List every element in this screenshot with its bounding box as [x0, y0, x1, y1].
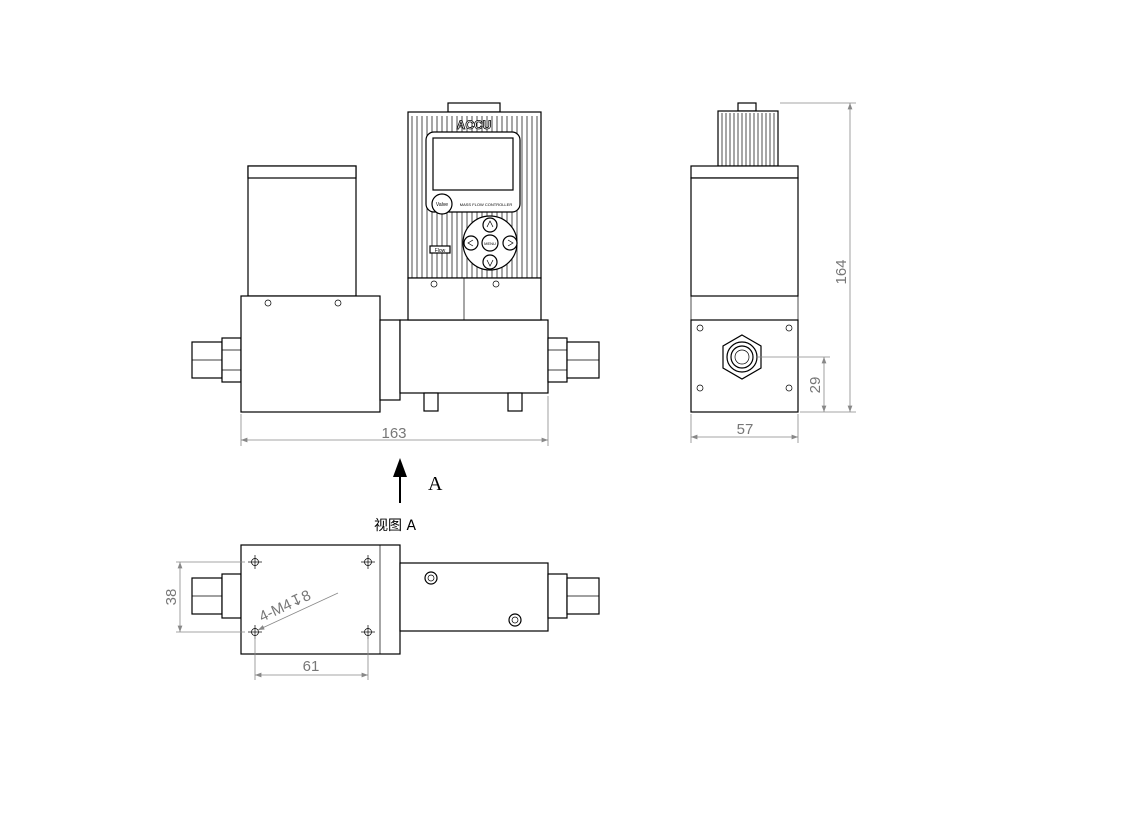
sensor-body	[399, 319, 549, 394]
flow-label: Flow	[435, 248, 446, 254]
lcd-screen	[432, 137, 514, 191]
side-view: 164 29 57	[690, 102, 856, 443]
mounting-holes	[248, 555, 375, 639]
menu-label: MENU	[484, 241, 496, 246]
dimension-38: 38	[163, 589, 180, 606]
flow-arrow-label	[429, 245, 451, 254]
dimension-29: 29	[807, 377, 824, 394]
right-key-icon	[502, 235, 518, 251]
valve-coil	[247, 165, 357, 297]
bottom-view: 4-M4↧8 38 61	[163, 544, 600, 680]
view-direction-arrow: A 视图 A	[374, 458, 443, 534]
up-key-icon	[482, 217, 498, 233]
left-key-icon	[463, 235, 479, 251]
brand-logo: ACCU	[457, 118, 492, 132]
model-label: MASS FLOW CONTROLLER	[460, 202, 513, 207]
view-title: 视图 A	[374, 518, 416, 534]
valve-label: Valve	[436, 202, 448, 208]
electronics-housing: ACCU Valve MASS FLOW CONTROLLER Flow MEN…	[407, 102, 542, 321]
dimension-57: 57	[737, 421, 754, 438]
dimension-163: 163	[381, 425, 406, 442]
valve-button	[431, 193, 453, 215]
right-fitting	[547, 337, 600, 383]
front-view: ACCU Valve MASS FLOW CONTROLLER Flow MEN…	[191, 102, 600, 446]
view-letter: A	[428, 473, 443, 495]
down-key-icon	[482, 254, 498, 270]
menu-key	[481, 234, 499, 252]
electrical-connector	[722, 334, 762, 380]
left-fitting	[191, 337, 242, 383]
dimension-61: 61	[303, 658, 320, 675]
valve-block	[240, 295, 381, 413]
dimension-164: 164	[833, 259, 850, 284]
